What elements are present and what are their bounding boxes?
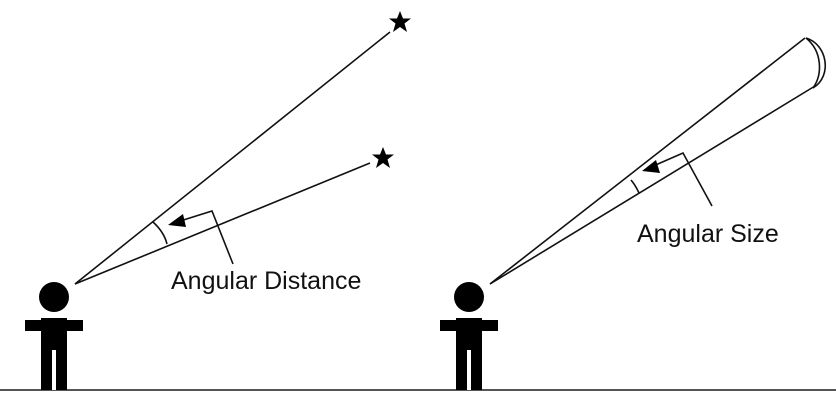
person-icon <box>440 282 498 390</box>
sightline-top <box>489 37 806 285</box>
moon-icon <box>805 37 827 89</box>
sightline-upper <box>74 31 391 285</box>
arrow-icon <box>168 214 186 227</box>
pointer-line <box>176 210 234 265</box>
angular-size-label: Angular Size <box>637 220 779 248</box>
arrow-icon <box>642 160 660 173</box>
person-icon <box>25 282 83 390</box>
angle-arc <box>630 179 640 194</box>
star-icon <box>389 11 411 32</box>
angular-distance-panel: Angular Distance <box>25 11 411 390</box>
sightline-lower <box>74 162 371 285</box>
angle-arc <box>152 221 168 245</box>
angular-size-panel: Angular Size <box>440 37 827 390</box>
angular-distance-label: Angular Distance <box>171 267 361 295</box>
pointer-line <box>650 151 713 207</box>
sightline-bottom <box>489 85 816 285</box>
star-icon <box>372 147 394 168</box>
